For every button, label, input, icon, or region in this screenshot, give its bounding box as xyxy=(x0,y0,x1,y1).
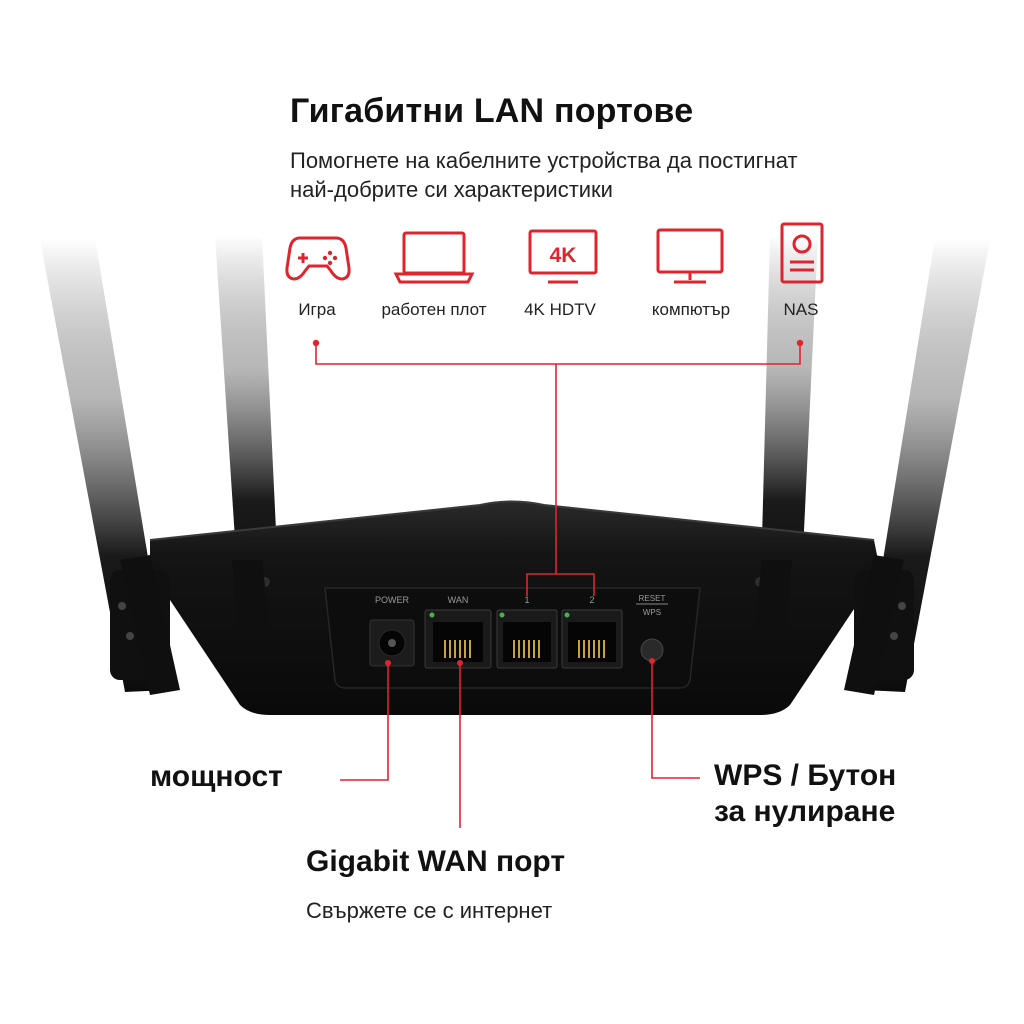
lan-port-1-label: 1 xyxy=(524,595,529,605)
wan-callout-subtitle: Свържете се с интернет xyxy=(306,898,553,923)
router-body xyxy=(110,500,914,715)
gamepad-icon xyxy=(285,236,351,281)
4k-tv-icon: 4K xyxy=(528,229,598,284)
lan-port-1 xyxy=(496,609,558,669)
device-label-computer: компютър xyxy=(651,300,731,319)
monitor-icon xyxy=(656,228,724,284)
device-label-hdtv: 4K HDTV xyxy=(524,300,596,319)
power-port-label: POWER xyxy=(375,595,410,605)
antenna-base-left xyxy=(120,555,270,695)
lan-connector-lines xyxy=(315,344,801,596)
device-label-game: Игра xyxy=(298,300,336,319)
device-label-nas: NAS xyxy=(783,300,819,319)
wan-port-label: WAN xyxy=(448,595,469,605)
reset-wps-button xyxy=(636,603,668,662)
page-subtitle: Помогнете на кабелните устройства да пос… xyxy=(290,146,930,204)
4k-badge: 4K xyxy=(550,244,577,267)
wps-callout-line-1: WPS / Бутон xyxy=(714,759,897,792)
subtitle-line-2: най-добрите си характеристики xyxy=(290,177,613,202)
wan-callout-title: Gigabit WAN порт xyxy=(306,845,566,878)
subtitle-line-1: Помогнете на кабелните устройства да пос… xyxy=(290,148,798,173)
antenna-right-inner xyxy=(760,235,818,615)
wps-callout-line xyxy=(651,661,700,779)
power-callout: мощност xyxy=(150,760,283,793)
wps-callout: WPS / Бутон за нулиране xyxy=(714,758,896,830)
wan-port xyxy=(424,609,492,669)
wps-label: WPS xyxy=(643,608,661,617)
page-title: Гигабитни LAN портове xyxy=(290,92,694,130)
laptop-icon xyxy=(393,231,475,284)
wps-callout-line-2: за нулиране xyxy=(714,795,896,828)
lan-port-2 xyxy=(561,609,623,669)
device-label-desktop: работен плот xyxy=(381,300,487,319)
antenna-base-right xyxy=(754,555,904,695)
nas-icon xyxy=(780,222,824,284)
power-port xyxy=(369,619,415,667)
lan-port-2-label: 2 xyxy=(589,595,594,605)
power-callout-line xyxy=(340,663,389,781)
antenna-left-inner xyxy=(215,235,280,615)
reset-label: RESET xyxy=(639,594,666,603)
